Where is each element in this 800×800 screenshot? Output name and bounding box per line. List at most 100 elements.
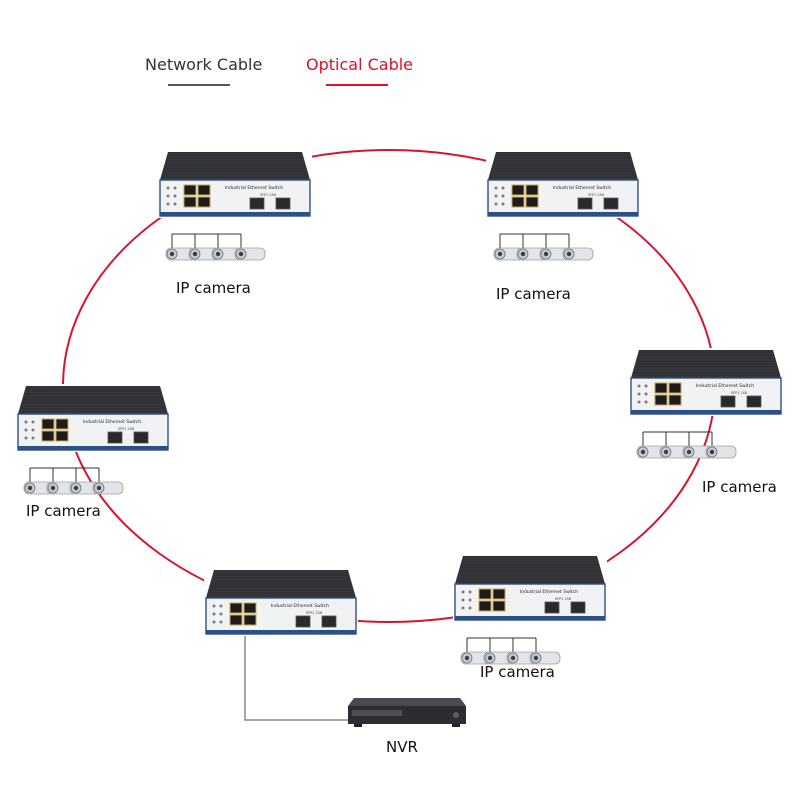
legend-network-cable-label: Network Cable <box>145 55 263 74</box>
camera-lens <box>533 655 539 661</box>
camera-group-right <box>636 431 737 459</box>
sfp-port <box>249 197 265 210</box>
ip-camera-icon <box>682 445 714 459</box>
camera-lens <box>169 251 175 257</box>
switch-panel-title: Industrial Ethernet Switch <box>553 185 611 191</box>
camera-caption-top-left: IP camera <box>176 279 251 297</box>
rj45-port <box>492 588 506 600</box>
status-led <box>468 606 472 610</box>
ip-camera-icon <box>705 445 737 459</box>
camera-lens <box>215 251 221 257</box>
rj45-port <box>654 394 668 406</box>
ip-camera-icon <box>23 481 55 495</box>
ip-camera-icon <box>483 651 515 665</box>
rj45-port <box>478 588 492 600</box>
rj45-port <box>197 184 211 196</box>
camera-lens <box>464 655 470 661</box>
camera-lens <box>543 251 549 257</box>
switch-bottom-trim <box>18 446 168 450</box>
status-led <box>173 202 177 206</box>
nvr-device <box>348 698 466 727</box>
sfp-port <box>275 197 291 210</box>
status-led <box>31 420 35 424</box>
nvr-network-cable <box>244 634 350 721</box>
camera-caption-left: IP camera <box>26 502 101 520</box>
status-led <box>31 428 35 432</box>
sfp-port <box>107 431 123 444</box>
switch-panel-sub: SFP1 2S6 <box>118 427 134 431</box>
status-led <box>31 436 35 440</box>
ip-camera-icon <box>516 247 548 261</box>
rj45-port <box>525 196 539 208</box>
camera-group-top-left <box>165 233 266 261</box>
ip-camera-icon <box>636 445 668 459</box>
status-led <box>501 194 505 198</box>
status-led <box>212 612 216 616</box>
status-led <box>501 202 505 206</box>
ip-camera-icon <box>46 481 78 495</box>
camera-caption-right: IP camera <box>702 478 777 496</box>
camera-lens <box>487 655 493 661</box>
switch-panel-title: Industrial Ethernet Switch <box>225 185 283 191</box>
ip-camera-icon <box>529 651 561 665</box>
status-led <box>644 400 648 404</box>
rj45-port <box>41 418 55 430</box>
ip-camera-icon <box>493 247 525 261</box>
status-led <box>461 598 465 602</box>
ip-camera-icon <box>562 247 594 261</box>
status-led <box>166 202 170 206</box>
nvr-foot <box>354 724 362 727</box>
status-led <box>461 606 465 610</box>
ip-camera-icon <box>211 247 243 261</box>
status-led <box>166 186 170 190</box>
switch-panel-sub: SFP1 2S6 <box>306 611 322 615</box>
sfp-port <box>544 601 560 614</box>
camera-lens <box>73 485 79 491</box>
rj45-port <box>229 614 243 626</box>
status-led <box>173 186 177 190</box>
status-led <box>173 194 177 198</box>
nvr-label: NVR <box>386 738 418 756</box>
switch-panel-title: Industrial Ethernet Switch <box>520 589 578 595</box>
status-led <box>494 202 498 206</box>
camera-lens <box>663 449 669 455</box>
switch-bottom-trim <box>488 212 638 216</box>
rj45-port <box>229 602 243 614</box>
rj45-port <box>654 382 668 394</box>
legend-optical-cable-label: Optical Cable <box>306 55 414 74</box>
switch-panel-title: Industrial Ethernet Switch <box>696 383 754 389</box>
status-led <box>501 186 505 190</box>
sfp-port <box>720 395 736 408</box>
status-led <box>468 598 472 602</box>
rj45-port <box>197 196 211 208</box>
nvr-foot <box>452 724 460 727</box>
ip-camera-icon <box>234 247 266 261</box>
camera-group-top-right <box>493 233 594 261</box>
rj45-port <box>511 196 525 208</box>
camera-lens <box>566 251 572 257</box>
rj45-port <box>183 184 197 196</box>
switch-panel-sub: SFP1 2S6 <box>260 193 276 197</box>
nvr-panel <box>352 710 402 716</box>
status-led <box>24 436 28 440</box>
status-led <box>219 604 223 608</box>
camera-lens <box>686 449 692 455</box>
camera-lens <box>50 485 56 491</box>
nvr-top <box>348 698 466 706</box>
ip-camera-icon <box>460 651 492 665</box>
rj45-port <box>668 382 682 394</box>
rj45-port <box>55 418 69 430</box>
status-led <box>219 612 223 616</box>
sfp-port <box>746 395 762 408</box>
camera-lens <box>709 449 715 455</box>
status-led <box>461 590 465 594</box>
status-led <box>219 620 223 624</box>
status-led <box>637 400 641 404</box>
rj45-port <box>55 430 69 442</box>
sfp-port <box>577 197 593 210</box>
